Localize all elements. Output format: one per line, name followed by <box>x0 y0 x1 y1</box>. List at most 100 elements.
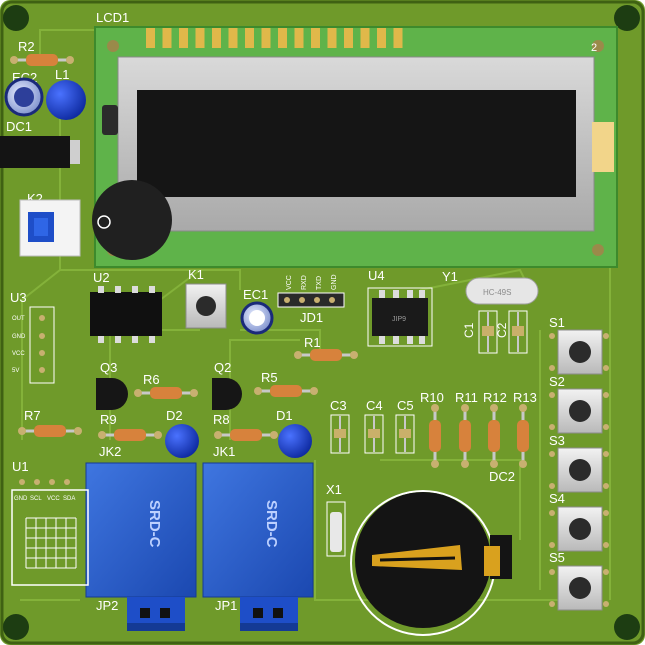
lcd-hole-tl <box>107 40 119 52</box>
u1-pin-3: VCC <box>47 496 60 502</box>
r5-label: R5 <box>261 370 278 385</box>
vertical-resistors <box>429 404 529 468</box>
dc1-barrel-jack <box>0 136 80 168</box>
lcd-pin <box>393 28 403 48</box>
r9-label: R9 <box>100 412 117 427</box>
k1-label: K1 <box>188 267 204 282</box>
capacitor <box>364 414 384 454</box>
resistor <box>517 404 529 468</box>
lcd-pin <box>245 28 254 48</box>
y1-crystal <box>465 277 539 305</box>
k1-button[interactable] <box>185 283 227 329</box>
c2-capacitor <box>508 310 528 354</box>
lcd-pin <box>327 28 337 48</box>
lcd-side-tab <box>102 105 118 135</box>
jd1-pin-rxd: RXD <box>301 275 308 290</box>
mounting-hole-bl <box>3 614 29 640</box>
c2-label: C2 <box>495 322 509 338</box>
lcd-header-pins <box>146 28 403 48</box>
lcd-hole-br <box>592 244 604 256</box>
dc2-label: DC2 <box>489 469 515 484</box>
lcd-hole-tr <box>592 40 604 52</box>
c4-label: C4 <box>366 398 383 413</box>
ec2-top <box>14 87 34 107</box>
s3-label: S3 <box>549 433 565 448</box>
jp2-terminal <box>127 597 185 631</box>
resistor <box>254 385 318 397</box>
resistor <box>429 404 441 468</box>
ec1-top <box>249 310 265 326</box>
s5-label: S5 <box>549 550 565 565</box>
mounting-hole-br <box>614 614 640 640</box>
jp1-label: JP1 <box>215 598 237 613</box>
mounting-hole-tl <box>3 5 29 31</box>
u4-chip-text: JIP9 <box>392 316 406 323</box>
jk1-relay <box>202 462 314 598</box>
lcd-pin <box>360 28 370 48</box>
u1-pin-2: SCL <box>30 496 42 502</box>
coin-cell-holder <box>350 490 512 636</box>
resistor <box>294 349 358 361</box>
d2-label: D2 <box>166 408 183 423</box>
buzzer-plus-pad <box>97 215 111 229</box>
push-button[interactable] <box>549 565 609 611</box>
lcd-pin <box>311 28 320 48</box>
crystal-marking: HC-49S <box>483 288 511 297</box>
jd1-pin-vcc: VCC <box>286 275 293 290</box>
resistor <box>459 404 471 468</box>
u3-pin-3: VCC <box>12 351 25 357</box>
lcd-pin <box>294 28 304 48</box>
jk2-relay-text: SRD-C <box>146 500 163 548</box>
jd1-pin-txd: TXD <box>316 276 323 290</box>
jd1-pin-gnd: GND <box>331 274 338 290</box>
k2-power-switch <box>19 199 81 257</box>
u1-label: U1 <box>12 459 29 474</box>
lcd-pin-number: 2 <box>591 42 597 54</box>
u3-pin-2: GND <box>12 334 26 340</box>
q3-label: Q3 <box>100 360 117 375</box>
y1-label: Y1 <box>442 269 458 284</box>
resistor-group <box>18 349 358 441</box>
jk1-relay-text: SRD-C <box>263 500 280 548</box>
lcd-pin <box>261 28 271 48</box>
d1-led <box>278 424 312 458</box>
lcd-pin <box>195 28 205 48</box>
lcd-pin <box>228 28 238 48</box>
push-button[interactable] <box>549 329 609 375</box>
u4-chip <box>367 287 433 347</box>
u3-pin-4: 5V <box>12 368 19 374</box>
lcd1-label: LCD1 <box>96 10 129 25</box>
r10-label: R10 <box>420 390 444 405</box>
lcd-pin <box>344 28 353 48</box>
u3-sensor-header <box>29 306 55 384</box>
jk1-label: JK1 <box>213 444 235 459</box>
ec1-label: EC1 <box>243 287 268 302</box>
r6-label: R6 <box>143 372 160 387</box>
push-button[interactable] <box>549 506 609 552</box>
u1-pin-4: SDA <box>63 496 75 502</box>
d2-led <box>165 424 199 458</box>
switch-column <box>549 329 609 611</box>
resistor <box>98 429 162 441</box>
q2-transistor <box>212 378 242 410</box>
x1-label: X1 <box>326 482 342 497</box>
d1-label: D1 <box>276 408 293 423</box>
jp2-label: JP2 <box>96 598 118 613</box>
q3-transistor <box>96 378 128 410</box>
resistor <box>214 429 278 441</box>
lcd-pin <box>162 28 172 48</box>
c3-label: C3 <box>330 398 347 413</box>
u4-label: U4 <box>368 268 385 283</box>
push-button[interactable] <box>549 388 609 434</box>
buzzer <box>92 180 172 260</box>
jd1-header <box>277 292 345 308</box>
r2-label: R2 <box>18 39 35 54</box>
u3-label: U3 <box>10 290 27 305</box>
push-button[interactable] <box>549 447 609 493</box>
r11-label: R11 <box>455 390 478 405</box>
lcd-module <box>94 26 618 268</box>
r2-resistor <box>10 54 74 66</box>
x1-crystal <box>326 501 346 557</box>
s2-label: S2 <box>549 374 565 389</box>
